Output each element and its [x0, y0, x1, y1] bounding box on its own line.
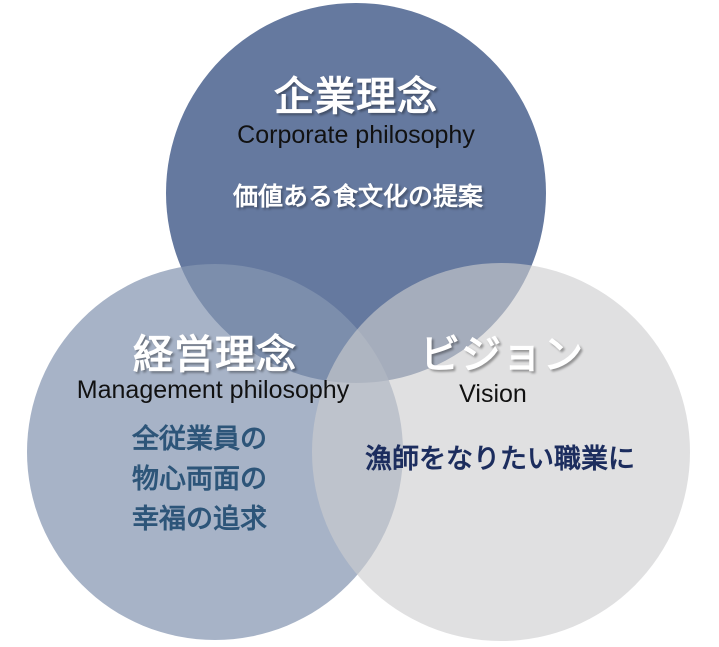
management-philosophy-subtitle: Management philosophy — [76, 376, 350, 404]
management-philosophy-body: 全従業員の 物心両面の 幸福の追求 — [132, 420, 267, 540]
body-line: 幸福の追求 — [132, 504, 267, 535]
corporate-philosophy-subtitle: Corporate philosophy — [237, 121, 475, 149]
circle-management-philosophy — [27, 264, 403, 640]
body-line: 全従業員の — [132, 424, 267, 455]
vision-body: 漁師をなりたい職業に — [365, 444, 635, 475]
management-philosophy-title: 経営理念 — [133, 332, 297, 378]
body-line: 物心両面の — [132, 464, 267, 495]
corporate-philosophy-body: 価値ある食文化の提案 — [232, 182, 484, 211]
circle-vision — [312, 263, 690, 641]
vision-subtitle: Vision — [459, 380, 527, 408]
vision-title: ビジョン — [420, 332, 584, 378]
corporate-philosophy-title: 企業理念 — [274, 74, 438, 120]
